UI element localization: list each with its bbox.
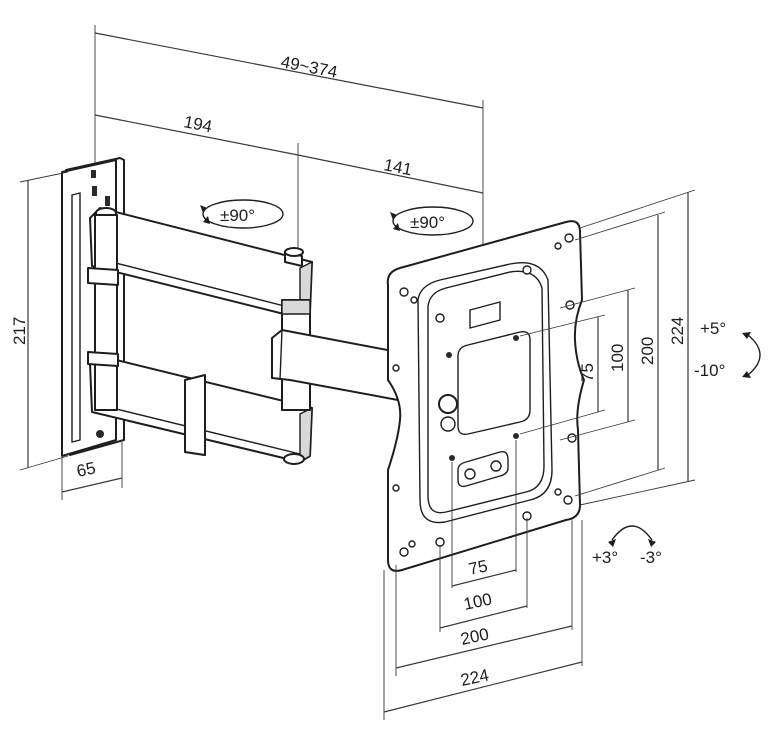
dim-vesa-v-100-label: 100 — [608, 344, 627, 372]
wall-hinge-post — [87, 214, 119, 411]
dim-vesa-v-224-label: 224 — [668, 317, 687, 345]
swivel-arm-label: ±90° — [220, 206, 255, 225]
dim-vesa-h-75-label: 75 — [467, 556, 489, 579]
swivel-arm-arrow: ±90° — [200, 199, 284, 229]
roll-arrow: +3° -3° — [592, 525, 662, 567]
dim-vesa-vertical: 224 200 100 75 — [519, 189, 696, 506]
upper-arm — [89, 207, 313, 320]
dim-wall-plate-height-label: 217 — [10, 317, 29, 345]
dim-wall-plate-height: 217 — [10, 171, 69, 471]
tilt-up-label: +5° — [700, 319, 726, 338]
roll-neg-label: -3° — [640, 548, 662, 567]
dim-pivot-to-plate-label: 141 — [382, 155, 413, 179]
swivel-plate-arrow: ±90° — [390, 206, 474, 236]
dim-vesa-h-100-label: 100 — [462, 589, 494, 613]
dim-pivot-to-plate: 141 — [297, 154, 484, 194]
tilt-arrow: +5° -10° — [694, 319, 761, 380]
swivel-plate-label: ±90° — [410, 213, 445, 232]
dim-vesa-h-200-label: 200 — [459, 624, 491, 648]
dim-wall-plate-width-label: 65 — [75, 458, 97, 481]
dim-vesa-v-75-label: 75 — [578, 363, 597, 382]
tilt-down-label: -10° — [694, 361, 725, 380]
dim-wall-plate-width: 65 — [61, 442, 123, 500]
vesa-plate — [386, 220, 585, 572]
dim-arm-extension-label: 49~374 — [279, 52, 339, 82]
dim-arm-extension: 49~374 — [94, 25, 484, 245]
roll-pos-label: +3° — [592, 548, 618, 567]
dim-vesa-v-200-label: 200 — [638, 337, 657, 365]
